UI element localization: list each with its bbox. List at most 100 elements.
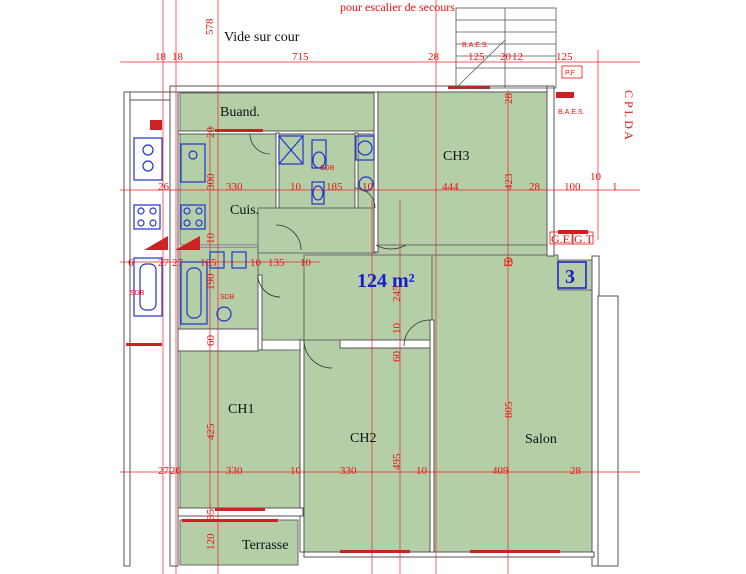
room-fills (179, 86, 593, 566)
baes-label-2: B.A.E.S. (558, 109, 585, 116)
dim-v-8: 245 (391, 285, 403, 302)
fixtures (133, 135, 375, 325)
dim-top-1: 18 (172, 51, 184, 63)
dim-top-6: 12 (512, 51, 523, 63)
dim-row4-6: 409 (492, 465, 509, 477)
apt-number-block (557, 259, 593, 291)
stairs (455, 7, 557, 89)
pf-label: P.F (565, 70, 575, 77)
room-label-ch3: CH3 (443, 149, 469, 164)
stove-left-icon (133, 204, 161, 230)
buanderie-fill (179, 92, 377, 132)
terrasse-fill (179, 519, 299, 566)
dim-v-1: 28 (205, 127, 217, 139)
cp-label: C P I. D A (622, 90, 636, 140)
dim-row2-4: 10 (362, 181, 374, 193)
ch1-fill (179, 349, 303, 509)
sink-left-icon (133, 137, 163, 181)
dim-row4-1: 26 (170, 465, 182, 477)
doors (249, 133, 431, 369)
dim-top-2: 715 (292, 51, 309, 63)
dim-row3-5: 135 (268, 257, 285, 269)
drain2-icon (216, 306, 232, 322)
ch3-fill (376, 86, 548, 246)
dim-v-10: 60 (391, 351, 403, 363)
ch2-fill (303, 339, 433, 553)
ge-label: G.E (551, 232, 570, 246)
dim-v-13: 805 (503, 401, 515, 418)
room-label-cuisine: Cuis. (230, 203, 259, 218)
room-label-ch1: CH1 (228, 402, 254, 417)
dim-row4-5: 10 (416, 465, 428, 477)
dim-row2-9: 1 (612, 181, 618, 193)
dim-row3-3: 185 (200, 257, 217, 269)
escape-note: pour escalier de secours (340, 0, 455, 14)
dim-v-7: 60 (205, 335, 217, 347)
dim-v-3: 423 (503, 173, 515, 190)
room-label-sdb-left: SDB (130, 290, 145, 297)
dim-v-4: 28 (503, 93, 515, 105)
room-label-terrasse: Terrasse (242, 538, 288, 553)
area-label: 124 m² (357, 270, 415, 292)
dim-row2-1: 330 (226, 181, 243, 193)
dimension-lines (120, 0, 640, 574)
dim-row3-2: 27 (172, 257, 184, 269)
dim-row2-7: 100 (564, 181, 581, 193)
bathtub-icon (180, 261, 208, 325)
corridor-fill (257, 207, 377, 254)
dim-v-9: 10 (391, 323, 403, 335)
wc2-icon (311, 181, 325, 205)
washbasin3-icon (231, 251, 247, 269)
dim-top-3: 28 (428, 51, 440, 63)
shower-icon (278, 135, 304, 165)
sdb2-fill (179, 246, 259, 330)
dim-row2-3: 185 (326, 181, 343, 193)
dim-row3-1: 27 (158, 257, 170, 269)
room-label-sdb2: SDB (220, 294, 235, 301)
dim-row2-2: 10 (290, 181, 302, 193)
courtyard-label: Vide sur cour (224, 30, 300, 45)
room-label-sdb1: SDB (320, 165, 335, 172)
windows (126, 86, 588, 553)
dim-v-top-0: 578 (204, 18, 216, 35)
room-label-ch2: CH2 (350, 431, 376, 446)
dim-top-4: 125 (468, 51, 485, 63)
dim-top-0: 18 (155, 51, 167, 63)
dim-v-14: 35 (205, 509, 217, 521)
dim-v-2: 10 (205, 233, 217, 245)
dim-v-15: 120 (205, 533, 217, 550)
dim-top-7: 125 (556, 51, 573, 63)
washbasin-icon (355, 135, 375, 161)
dim-row2-6: 28 (529, 181, 541, 193)
room-label-salon: Salon (525, 432, 557, 447)
dim-row4-3: 10 (290, 465, 302, 477)
apartment-number: 3 (565, 266, 575, 288)
dim-row3-4: 10 (250, 257, 262, 269)
dim-row2-8: 10 (590, 171, 602, 183)
dim-v-6: 10 (503, 257, 515, 269)
walls (123, 85, 619, 567)
washbasin2-icon (209, 251, 225, 269)
baes-label-1: B.A.E.S. (462, 42, 489, 49)
dim-v-11: 425 (205, 423, 217, 440)
dim-row3-7: 10 (502, 257, 514, 269)
dim-v-5: 190 (205, 273, 217, 290)
dim-row4-2: 330 (226, 465, 243, 477)
hall2-fill (303, 254, 433, 341)
dim-row2-5: 444 (442, 181, 459, 193)
kitchen-sink-icon (180, 143, 206, 183)
dim-row3-0: 6 (128, 257, 134, 269)
dim-row4-7: 28 (570, 465, 582, 477)
room-label-buanderie: Buand. (220, 105, 260, 120)
bathtub-left-icon (133, 257, 163, 317)
dim-top-5: 20 (500, 51, 512, 63)
dim-row4-0: 27 (158, 465, 170, 477)
dim-v-12: 495 (391, 453, 403, 470)
dim-row3-6: 10 (300, 257, 312, 269)
dim-v-0: 300 (205, 173, 217, 190)
stove-icon (180, 204, 206, 230)
dim-row2-0: 26 (158, 181, 170, 193)
gt-label: G.T (574, 232, 594, 246)
dim-row4-4: 330 (340, 465, 357, 477)
